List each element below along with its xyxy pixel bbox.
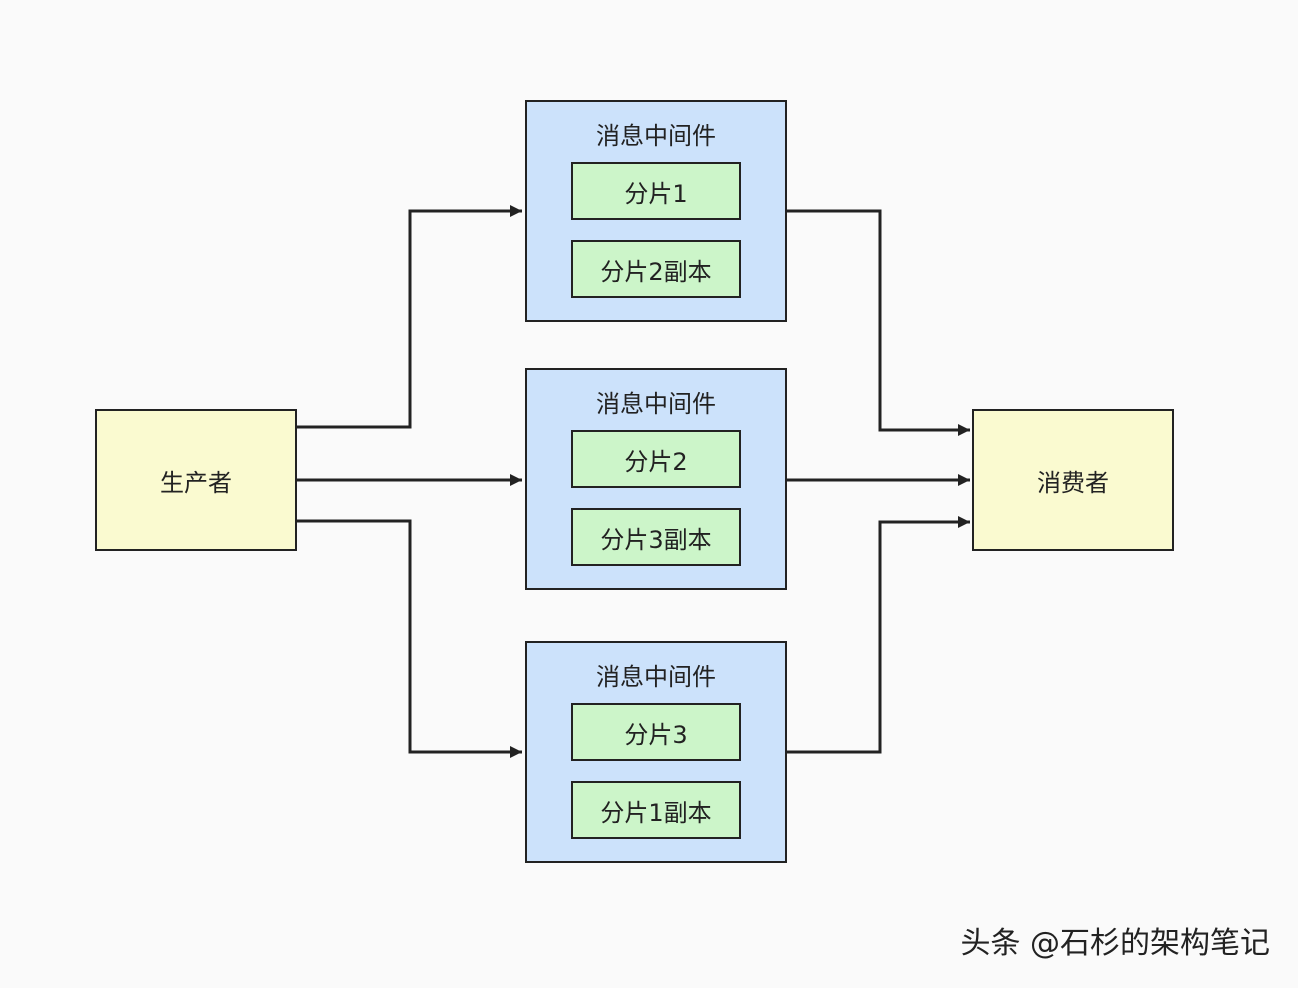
shard-replica: 分片1副本 (571, 781, 741, 839)
producer-label: 生产者 (160, 468, 232, 497)
edge-producer-to-middleware-3 (297, 519, 522, 758)
middleware-node-2: 消息中间件 分片2 分片3副本 (525, 368, 787, 590)
shard-label: 分片2 (624, 447, 688, 476)
watermark-text: 头条 @石杉的架构笔记 (960, 926, 1270, 961)
shard-label: 分片1 (624, 179, 688, 208)
middleware-title: 消息中间件 (596, 663, 716, 691)
shard-replica: 分片3副本 (571, 508, 741, 566)
consumer-node: 消费者 (972, 409, 1174, 551)
shard-label: 分片1副本 (600, 798, 712, 827)
shard-primary: 分片2 (571, 430, 741, 488)
edge-producer-to-middleware-1 (297, 205, 522, 429)
middleware-title: 消息中间件 (596, 122, 716, 150)
producer-node: 生产者 (95, 409, 297, 551)
middleware-node-1: 消息中间件 分片1 分片2副本 (525, 100, 787, 322)
middleware-node-3: 消息中间件 分片3 分片1副本 (525, 641, 787, 863)
shard-primary: 分片3 (571, 703, 741, 761)
shard-replica: 分片2副本 (571, 240, 741, 298)
edge-middleware-1-to-consumer (787, 209, 970, 436)
middleware-title: 消息中间件 (596, 390, 716, 418)
shard-label: 分片2副本 (600, 257, 712, 286)
consumer-label: 消费者 (1037, 468, 1109, 497)
shard-label: 分片3副本 (600, 525, 712, 554)
edge-middleware-3-to-consumer (787, 516, 970, 754)
shard-label: 分片3 (624, 720, 688, 749)
shard-primary: 分片1 (571, 162, 741, 220)
